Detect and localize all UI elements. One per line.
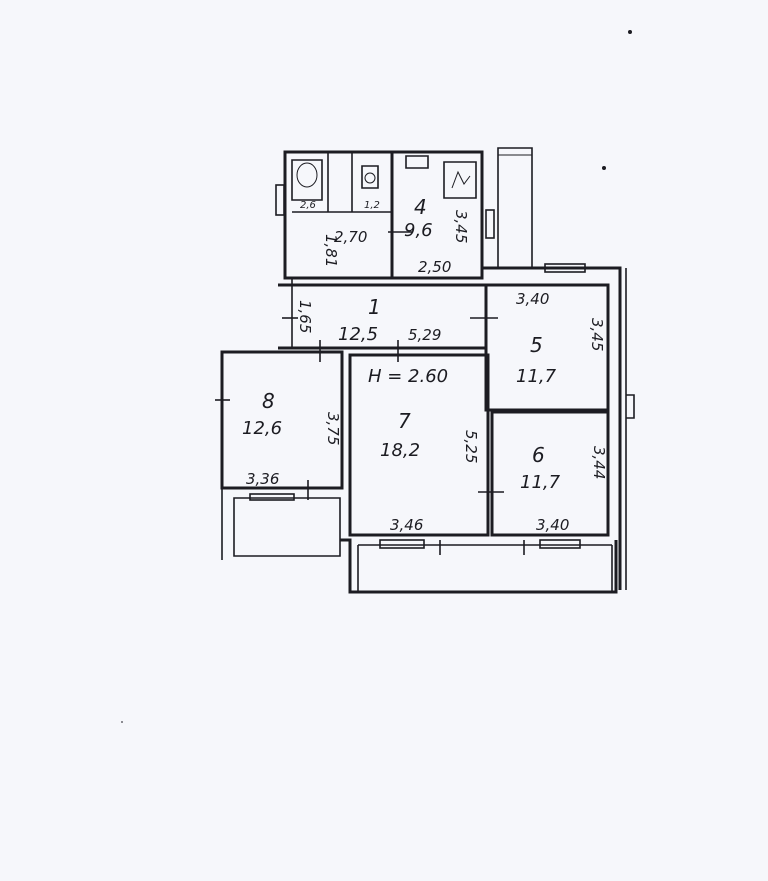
dim-room7-width: 3,46 <box>390 516 423 534</box>
dim-hall-depth: 1,65 <box>296 300 314 333</box>
room-2-area: 2,6 <box>300 200 316 211</box>
dimension-labels: 2,70 1,81 3,45 2,50 1,65 5,29 3,40 3,45 … <box>246 210 608 534</box>
walls <box>220 147 635 594</box>
dim-room6-width: 3,40 <box>536 516 569 534</box>
dim-bath-width: 2,70 <box>334 228 367 246</box>
dim-room5-width: 3,40 <box>516 290 549 308</box>
dim-room6-depth: 3,44 <box>590 446 608 479</box>
scan-specks <box>121 30 632 723</box>
room-8-area: 12,6 <box>242 418 282 439</box>
dim-kitchen-depth: 3,45 <box>452 210 470 243</box>
ceiling-height: H = 2.60 <box>368 366 448 387</box>
room-6-number: 6 <box>532 443 545 467</box>
room-5-number: 5 <box>530 333 543 357</box>
room-1-number: 1 <box>368 295 381 319</box>
room-4-area: 9,6 <box>404 220 433 241</box>
dim-room8-width: 3,36 <box>246 470 279 488</box>
room-3-area: 1,2 <box>364 200 380 211</box>
dim-bath-depth: 1,81 <box>322 234 340 267</box>
dim-kitchen-width: 2,50 <box>418 258 451 276</box>
fixtures <box>215 155 586 555</box>
room-4-number: 4 <box>414 195 427 219</box>
room-labels: 1 12,5 2,6 1,2 4 9,6 5 11,7 6 11,7 7 18,… <box>242 195 561 493</box>
door-marks <box>215 231 525 555</box>
room-6-area: 11,7 <box>520 472 561 493</box>
dim-room5-depth: 3,45 <box>588 318 606 351</box>
room-7-number: 7 <box>398 409 411 433</box>
window-marks <box>249 184 586 549</box>
dim-room7-depth: 5,25 <box>462 430 480 463</box>
room-8-number: 8 <box>262 389 275 413</box>
room-5-area: 11,7 <box>516 366 557 387</box>
room-7-area: 18,2 <box>380 440 420 461</box>
room-1-area: 12,5 <box>338 324 378 345</box>
dim-room8-depth: 3,75 <box>324 412 342 445</box>
dim-hall-length: 5,29 <box>408 326 441 344</box>
